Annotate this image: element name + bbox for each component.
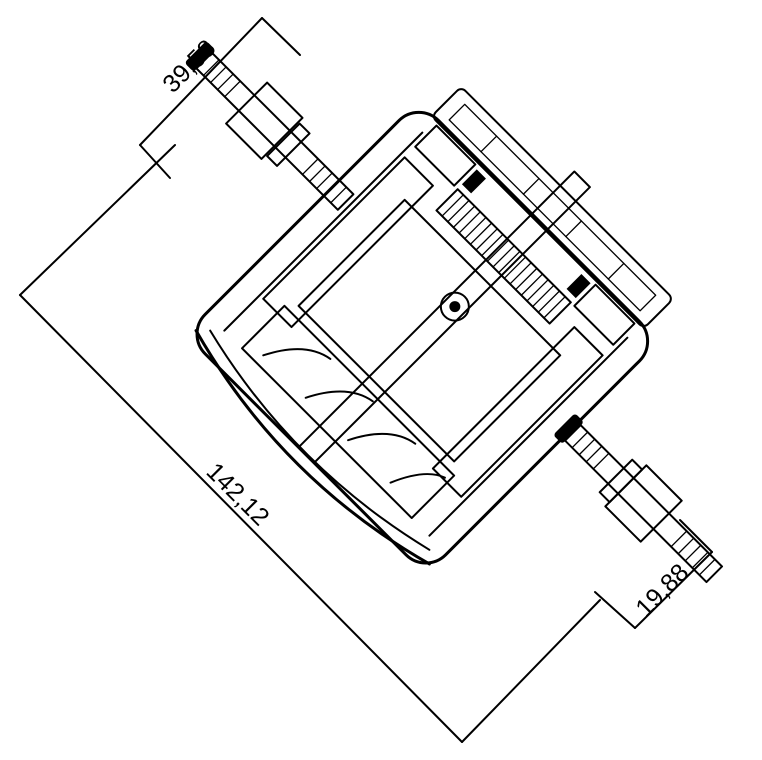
housing-cap-inner bbox=[209, 329, 431, 551]
overall-length-label: 142,12 bbox=[201, 457, 275, 531]
fan-blade-1 bbox=[262, 348, 332, 360]
ext-line-top-2 bbox=[139, 144, 171, 179]
black-clip-2 bbox=[566, 274, 591, 299]
winding-right bbox=[431, 326, 604, 498]
fan-blade-4 bbox=[389, 473, 446, 484]
housing-cap bbox=[194, 329, 431, 566]
bottom-nut bbox=[604, 464, 683, 543]
rotor-core bbox=[297, 198, 562, 463]
top-bolt-head bbox=[185, 42, 215, 71]
winding-left bbox=[262, 156, 434, 329]
top-bolt-thread bbox=[202, 59, 347, 204]
fan-blade-2 bbox=[304, 390, 374, 403]
top-flange-assembly bbox=[185, 42, 355, 211]
dim-line-overall bbox=[19, 294, 463, 743]
ext-line-top-1 bbox=[261, 17, 301, 56]
black-clip-1 bbox=[461, 169, 486, 194]
bracket-top-right bbox=[573, 283, 636, 346]
dimension-bottom-flange: 19,88 bbox=[594, 519, 713, 629]
ext-line-overall-top bbox=[19, 144, 176, 296]
bearing-plate-inner bbox=[448, 103, 657, 312]
dimension-top-flange: 39,58 bbox=[139, 17, 301, 179]
bottom-washer bbox=[598, 458, 644, 504]
dim-line-top bbox=[139, 17, 263, 146]
bottom-flange-assembly bbox=[554, 414, 724, 584]
top-washer bbox=[266, 122, 311, 167]
gear-teeth bbox=[441, 194, 566, 319]
bottom-bolt-shaft bbox=[564, 424, 724, 584]
dim-line-bottom bbox=[634, 551, 713, 629]
ext-line-bottom-1 bbox=[679, 519, 713, 553]
dimension-overall-length: 142,12 bbox=[19, 144, 601, 743]
top-bolt-shaft bbox=[195, 51, 355, 211]
fan-section bbox=[241, 304, 456, 519]
housing bbox=[194, 88, 672, 566]
bracket-top-left bbox=[414, 124, 477, 187]
fan-blade-3 bbox=[347, 432, 417, 445]
ext-line-overall-bottom bbox=[461, 599, 601, 743]
top-nut bbox=[225, 81, 304, 160]
shaft-bearing bbox=[439, 291, 470, 322]
bottom-bolt-head bbox=[554, 414, 583, 443]
bottom-bolt-thread bbox=[571, 431, 716, 576]
shaft bbox=[297, 170, 591, 464]
shaft-bearing-inner bbox=[449, 301, 461, 313]
bearing-plate bbox=[433, 88, 672, 327]
bottom-flange-label: 19,88 bbox=[630, 558, 694, 622]
ext-line-bottom-2 bbox=[594, 591, 636, 629]
